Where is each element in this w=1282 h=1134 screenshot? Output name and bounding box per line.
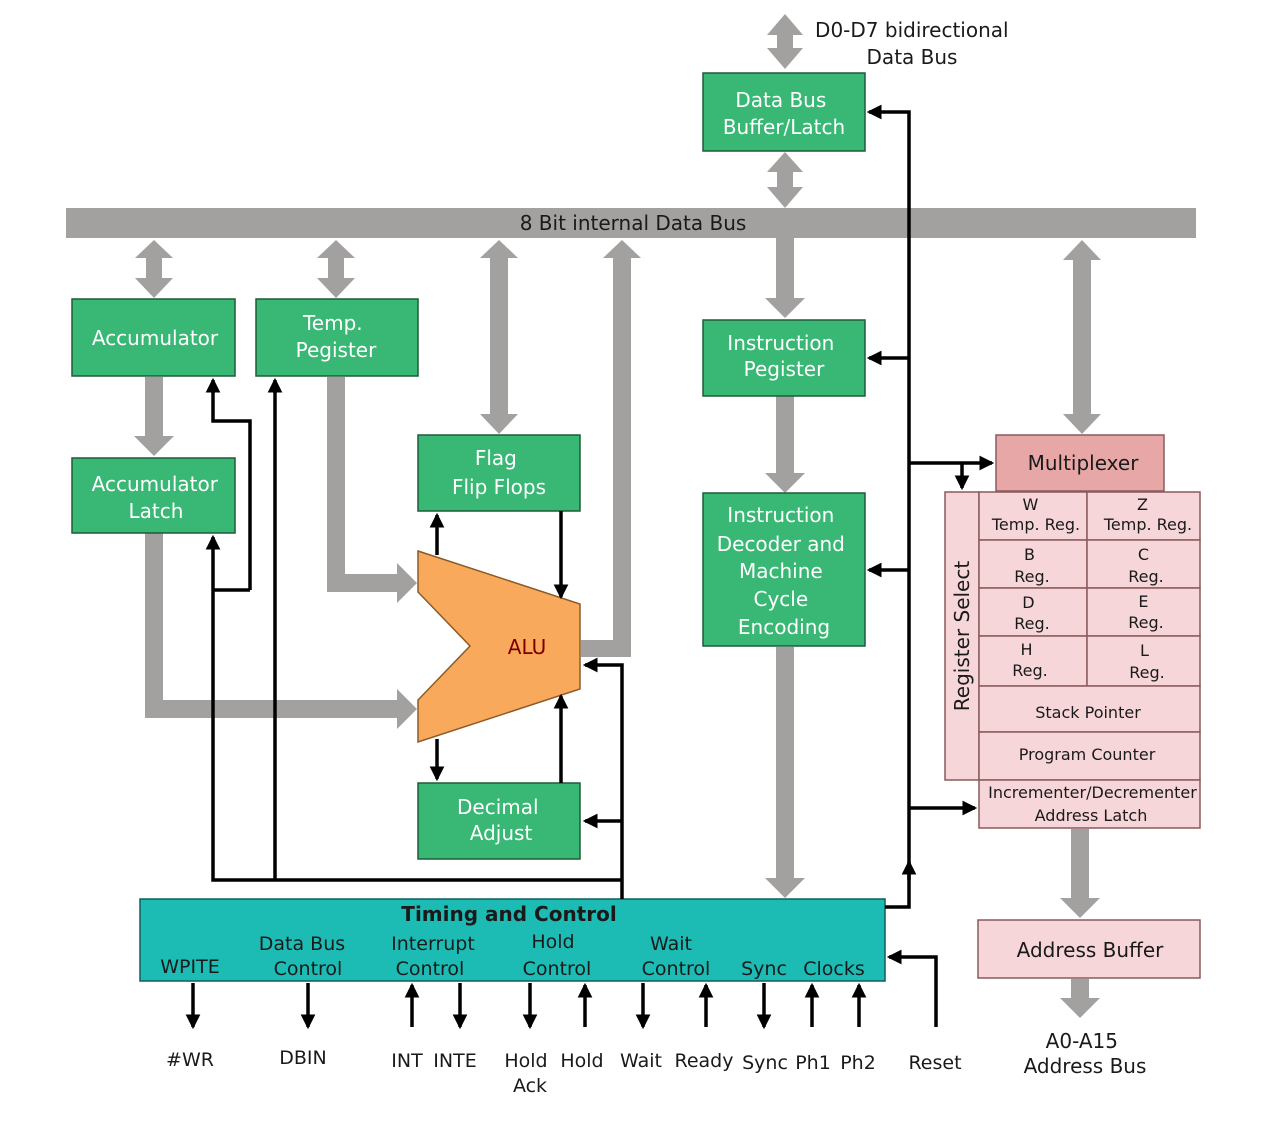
interrupt-control-label: Interrupt Control (391, 933, 481, 980)
internal-bus-bar (66, 208, 1196, 238)
signal-reset: Reset (908, 1052, 961, 1074)
signal-wait: Wait (620, 1050, 662, 1072)
svg-text:B Reg.: B Reg. (1014, 545, 1049, 586)
svg-text:Instruction Pegister: Instruction Pegister (727, 331, 840, 381)
svg-text:Accumulator: Accumulator (92, 326, 219, 350)
inc-dec-address-latch: Incrementer/Decrementer Address Latch (978, 779, 1202, 829)
svg-text:H Reg.: H Reg. (1012, 640, 1047, 680)
signal-ph2: Ph2 (840, 1052, 876, 1074)
sync-section-label: Sync (741, 958, 787, 980)
program-counter (978, 731, 1201, 781)
h-register (978, 635, 1088, 687)
buffer-bus-arrow (767, 152, 803, 208)
alu: ALU (417, 549, 581, 744)
signal-dbin: DBIN (279, 1047, 326, 1069)
address-bus-label: A0-A15 Address Bus (1024, 1029, 1147, 1078)
e-register (1086, 587, 1201, 637)
latch-address-buffer-arrow (1060, 829, 1100, 918)
instruction-register: Instruction Pegister (702, 319, 866, 397)
flag-bus-arrow (480, 240, 518, 434)
decoder-timing-bus-arrow (765, 647, 805, 898)
register-array: Register Select W Temp. Reg. Z Temp. Reg… (944, 491, 1201, 781)
alu-output-bus-path (581, 240, 641, 657)
hold-control-label: Hold Control (523, 931, 592, 980)
svg-text:L Reg.: L Reg. (1129, 641, 1164, 682)
clocks-section-label: Clocks (803, 958, 865, 980)
svg-text:Decimal Adjust: Decimal Adjust (457, 795, 545, 845)
svg-text:Address Buffer: Address Buffer (1017, 938, 1164, 962)
d-register (978, 587, 1088, 637)
svg-text:C Reg.: C Reg. (1128, 545, 1163, 586)
ir-decoder-bus-arrow (765, 396, 805, 493)
signal-ready: Ready (675, 1050, 734, 1072)
multiplexer: Multiplexer (995, 434, 1165, 492)
signal-inte: INTE (433, 1050, 476, 1072)
internal-bus-label: 8 Bit internal Data Bus (520, 211, 747, 235)
signal-labels: #WR DBIN INT INTE Hold Ack Hold Wait Rea… (166, 1047, 962, 1097)
data-bus-control-label: Data Bus Control (259, 933, 351, 980)
svg-text:Accumulator Latch: Accumulator Latch (92, 472, 225, 523)
instruction-register-bus-arrow (765, 238, 805, 318)
svg-text:Timing and Control: Timing and Control (401, 902, 616, 926)
signal-ph1: Ph1 (795, 1052, 831, 1074)
svg-text:Instruction Decoder and: Instruction Decoder and Machine Cycle En… (717, 503, 852, 639)
bus-paths (66, 14, 1196, 1018)
temp-register-bus-arrow (317, 240, 355, 298)
accumulator: Accumulator (71, 298, 236, 377)
svg-text:Data Bus Buffer/Latch: Data Bus Buffer/Latch (723, 88, 845, 139)
decimal-adjust: Decimal Adjust (417, 782, 581, 860)
z-register (1086, 491, 1201, 541)
instruction-decoder: Instruction Decoder and Machine Cycle En… (702, 492, 866, 647)
data-bus-buffer: Data Bus Buffer/Latch (702, 72, 866, 152)
w-register (978, 491, 1088, 541)
svg-text:Z Temp. Reg.: Z Temp. Reg. (1103, 495, 1192, 534)
svg-text:D Reg.: D Reg. (1014, 593, 1049, 633)
accumulator-latch: Accumulator Latch (71, 457, 236, 534)
signal-sync: Sync (742, 1052, 788, 1074)
svg-text:E Reg.: E Reg. (1128, 592, 1163, 632)
control-lines (185, 104, 995, 1030)
svg-text:W Temp. Reg.: W Temp. Reg. (991, 495, 1080, 534)
write-section-label: WPITE (160, 956, 219, 978)
temp-register: Temp. Pegister (255, 298, 419, 377)
accumulator-bus-arrow (135, 240, 173, 298)
svg-text:Flag Flip Flops: Flag Flip Flops (452, 446, 546, 499)
svg-text:Multiplexer: Multiplexer (1028, 451, 1140, 475)
svg-text:Temp. Pegister: Temp. Pegister (296, 311, 377, 362)
multiplexer-bus-arrow (1063, 240, 1101, 434)
svg-text:ALU: ALU (508, 635, 546, 659)
register-select-label: Register Select (950, 561, 974, 712)
signal-hold: Hold (560, 1050, 603, 1072)
wait-control-label: Wait Control (642, 933, 711, 980)
temp-alu-bus-path (327, 377, 417, 603)
external-data-bus-arrow (767, 14, 803, 69)
svg-text:Incrementer/Decrementer: Incrementer/Decrementer Address Latch (988, 783, 1202, 825)
address-buffer: Address Buffer (977, 919, 1201, 979)
address-bus-output-arrow (1060, 979, 1100, 1018)
timing-control: Timing and Control WPITE Data Bus Contro… (139, 898, 886, 982)
svg-text:Stack Pointer: Stack Pointer (1035, 703, 1141, 722)
flag-flip-flops: Flag Flip Flops (417, 434, 581, 512)
signal-int: INT (391, 1050, 423, 1072)
svg-text:Program Counter: Program Counter (1019, 745, 1156, 764)
signal-hold-ack: Hold Ack (504, 1050, 553, 1097)
accumulator-latch-bus-arrow (134, 377, 174, 456)
stack-pointer (978, 685, 1201, 733)
signal-wr: #WR (166, 1049, 214, 1071)
external-data-bus-label: D0-D7 bidirectional Data Bus (815, 18, 1015, 69)
register-select (944, 491, 980, 781)
latch-alu-bus-path (145, 533, 417, 729)
